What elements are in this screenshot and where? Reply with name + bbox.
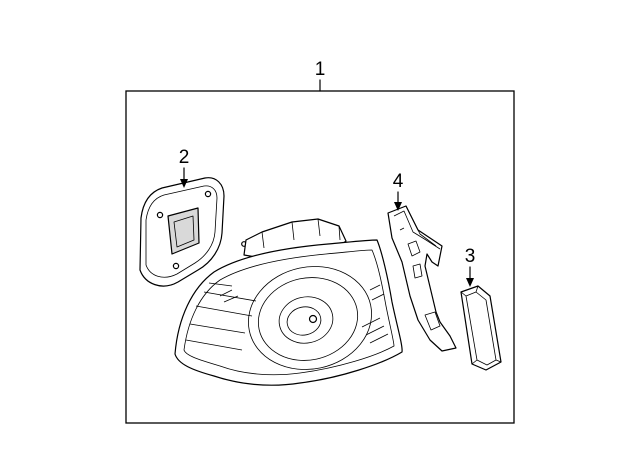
callout-2: 2 [179, 147, 190, 188]
gasket-part [139, 177, 247, 287]
callout-4-label: 4 [393, 171, 404, 192]
callout-4: 4 [393, 171, 404, 211]
reflector-part [460, 285, 502, 371]
tail-lamp-part [174, 218, 403, 386]
callout-3: 3 [465, 246, 476, 287]
callout-1: 1 [315, 59, 326, 92]
callout-2-label: 2 [179, 147, 190, 168]
bracket-part [387, 205, 457, 352]
callout-1-label: 1 [315, 59, 326, 80]
callout-3-label: 3 [465, 246, 476, 267]
